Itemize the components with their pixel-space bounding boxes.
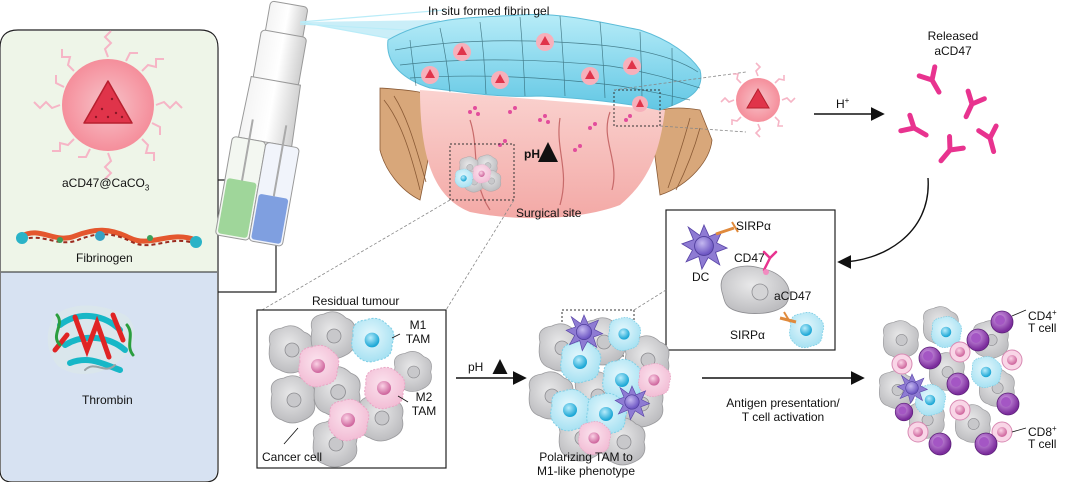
- m1-tam-label-line2: TAM: [405, 332, 431, 346]
- cd8-label: CD8+: [1028, 424, 1057, 439]
- m1-tam-label-line1: M1: [409, 318, 427, 332]
- cancer-cell-label: Cancer cell: [262, 450, 323, 464]
- acd47-inset-label: aCD47: [774, 289, 812, 303]
- mechanism-inset: [561, 209, 836, 357]
- cd8-tcell-label: T cell: [1028, 437, 1057, 451]
- curved-arrow: [837, 177, 929, 269]
- cd4-label: CD4+: [1028, 308, 1057, 323]
- surgical-site-illustration: [379, 14, 713, 219]
- released-label-line1: Released: [927, 29, 979, 43]
- zoom-lines-nanoparticle: [613, 71, 747, 133]
- sirpa-top-label: SIRPα: [736, 219, 771, 233]
- fibrin-gel-label: In situ formed fibrin gel: [428, 4, 550, 18]
- polarizing-label-line1: Polarizing TAM to: [539, 450, 633, 464]
- thrombin-icon: [47, 305, 135, 375]
- m2-tam-label-line1: M2: [415, 390, 433, 404]
- acd47-caco3-label: aCD47@CaCO3: [62, 176, 150, 193]
- residual-tumour-box: [256, 309, 447, 469]
- polarized-cluster: [528, 314, 672, 466]
- thrombin-label: Thrombin: [82, 393, 133, 407]
- antigen-label-line1: Antigen presentation/: [726, 396, 840, 410]
- released-label-line2: aCD47: [934, 44, 972, 58]
- acd47-caco3-nanoparticle-icon: [33, 30, 183, 180]
- polarizing-label-line2: M1-like phenotype: [536, 464, 636, 478]
- cd47-label: CD47: [734, 251, 765, 265]
- component-panel: [0, 29, 219, 483]
- surgical-site-label: Surgical site: [516, 206, 582, 220]
- blue-section: [1, 272, 217, 481]
- tcell-cluster: [878, 306, 1027, 456]
- sirpa-bottom-label: SIRPα: [730, 328, 765, 342]
- ph-tissue-label: pH: [524, 147, 540, 161]
- fibrinogen-label: Fibrinogen: [76, 251, 133, 265]
- zoom-lines-tumour: [261, 199, 515, 311]
- fibrinogen-icon: [16, 227, 202, 248]
- nanoparticle-release-icon: [720, 62, 796, 138]
- dc-label: DC: [692, 270, 710, 284]
- m2-tam-label-line2: TAM: [411, 404, 437, 418]
- released-antibody-icons: [901, 67, 1002, 167]
- green-section: [1, 31, 217, 272]
- connector-blue: [218, 240, 277, 293]
- dual-syringe-icon: [215, 0, 308, 247]
- cd4-tcell-label: T cell: [1028, 321, 1057, 335]
- ph-label: pH: [468, 360, 484, 374]
- h-plus-label: H+: [836, 96, 850, 111]
- residual-tumour-label: Residual tumour: [312, 294, 400, 308]
- antigen-label-line2: T cell activation: [741, 410, 825, 424]
